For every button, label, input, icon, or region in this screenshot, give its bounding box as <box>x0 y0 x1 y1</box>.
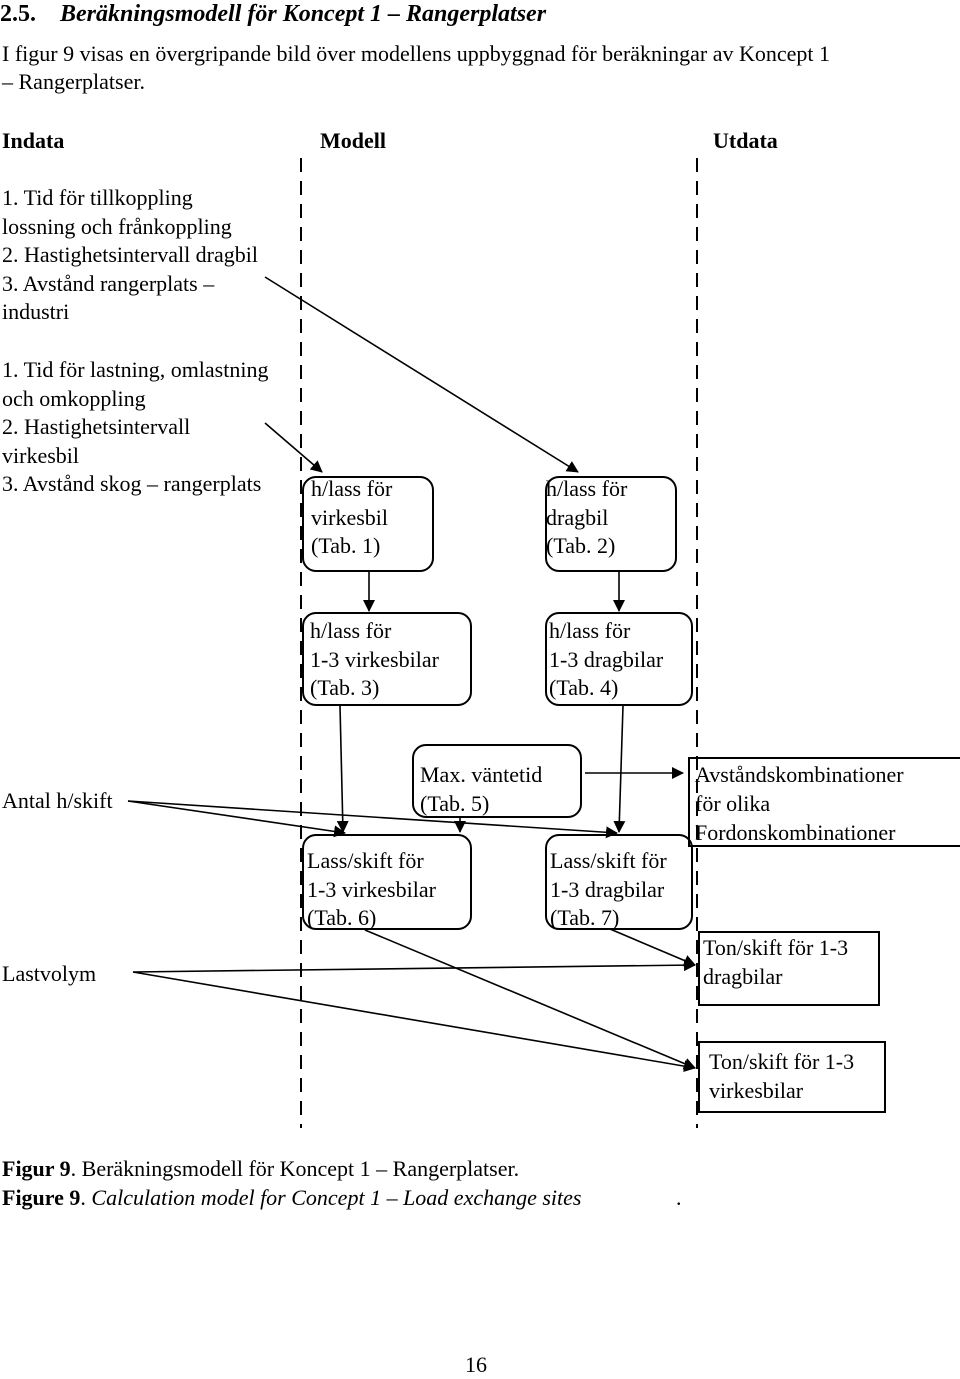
column-dividers <box>300 158 698 1128</box>
box-tab3: h/lass för 1-3 virkesbilar (Tab. 3) <box>302 612 472 706</box>
caption-english: Figure 9. Calculation model for Concept … <box>2 1185 582 1210</box>
caption-swedish: Figur 9. Beräkningsmodell för Koncept 1 … <box>2 1155 519 1183</box>
box-avstand-text: Avståndskombinationer för olika Fordonsk… <box>695 762 904 845</box>
box-avstandskombinationer: Avståndskombinationer för olika Fordonsk… <box>688 757 960 847</box>
box-ton-dragbilar: Ton/skift för 1-3 dragbilar <box>698 931 880 1006</box>
arrow-inputs-to-tab2 <box>264 276 579 473</box>
box-tab1: h/lass för virkesbil (Tab. 1) <box>302 476 434 572</box>
arrow-lastvolym-to-ton-dragbilar <box>132 959 696 973</box>
label-lastvolym: Lastvolym <box>2 961 97 986</box>
caption-en-label: Figure 9 <box>2 1185 81 1210</box>
arrow-tab3-to-tab6 <box>336 705 349 833</box>
box-tab5: Max. väntetid (Tab. 5) <box>412 744 582 818</box>
section-heading: 2.5. Beräkningsmodell för Koncept 1 – Ra… <box>0 0 546 28</box>
box-tab4-text: h/lass för 1-3 dragbilar (Tab. 4) <box>549 618 664 700</box>
intro-paragraph: I figur 9 visas en övergripande bild öve… <box>2 41 831 94</box>
box-ton-virkesbilar-text: Ton/skift för 1-3 virkesbilar <box>709 1049 855 1103</box>
column-modell: Modell <box>320 128 386 153</box>
arrow-inputs-to-tab1 <box>264 422 323 473</box>
box-tab1-text: h/lass för virkesbil (Tab. 1) <box>311 476 393 558</box>
input-list-dragbil: 1. Tid för tillkoppling lossning och frå… <box>2 185 258 325</box>
arrow-antal-to-tab7 <box>127 800 618 839</box>
box-ton-virkesbilar: Ton/skift för 1-3 virkesbilar <box>698 1041 886 1113</box>
box-ton-dragbilar-text: Ton/skift för 1-3 dragbilar <box>703 935 849 989</box>
column-utdata: Utdata <box>713 128 778 153</box>
label-antal-h-skift: Antal h/skift <box>2 788 113 813</box>
flow-arrows <box>127 276 696 1073</box>
caption-english-end: . <box>676 1185 682 1210</box>
caption-en-text: Calculation model for Concept 1 – Load e… <box>91 1185 582 1210</box>
box-tab3-text: h/lass för 1-3 virkesbilar (Tab. 3) <box>310 618 439 700</box>
arrow-tab6-to-ton-virkesbilar <box>364 929 696 1070</box>
arrow-tab7-to-ton-dragbilar <box>609 928 696 967</box>
box-tab7-text: Lass/skift för 1-3 dragbilar (Tab. 7) <box>550 848 667 930</box>
box-tab2-text: h/lass för dragbil (Tab. 2) <box>546 476 628 558</box>
input-list-virkesbil: 1. Tid för lastning, omlastning och omko… <box>2 357 269 497</box>
box-tab2: h/lass för dragbil (Tab. 2) <box>545 476 677 572</box>
box-tab6-text: Lass/skift för 1-3 virkesbilar (Tab. 6) <box>307 848 436 930</box>
arrow-lastvolym-to-ton-virkesbilar <box>132 971 696 1073</box>
arrow-tab4-to-tab7 <box>613 705 626 833</box>
caption-sv-label: Figur 9 <box>2 1156 71 1181</box>
box-tab7: Lass/skift för 1-3 dragbilar (Tab. 7) <box>545 834 693 930</box>
section-title: Beräkningsmodell för Koncept 1 – Rangerp… <box>60 1 547 27</box>
box-tab6: Lass/skift för 1-3 virkesbilar (Tab. 6) <box>302 834 472 930</box>
arrow-antal-to-tab6 <box>127 800 346 838</box>
section-number: 2.5. <box>0 1 36 27</box>
box-tab5-text: Max. väntetid (Tab. 5) <box>420 762 543 816</box>
caption-sv-text: . Beräkningsmodell för Koncept 1 – Range… <box>70 1156 520 1181</box>
column-indata: Indata <box>2 128 65 153</box>
box-tab4: h/lass för 1-3 dragbilar (Tab. 4) <box>545 612 693 706</box>
page-number: 16 <box>465 1352 487 1377</box>
